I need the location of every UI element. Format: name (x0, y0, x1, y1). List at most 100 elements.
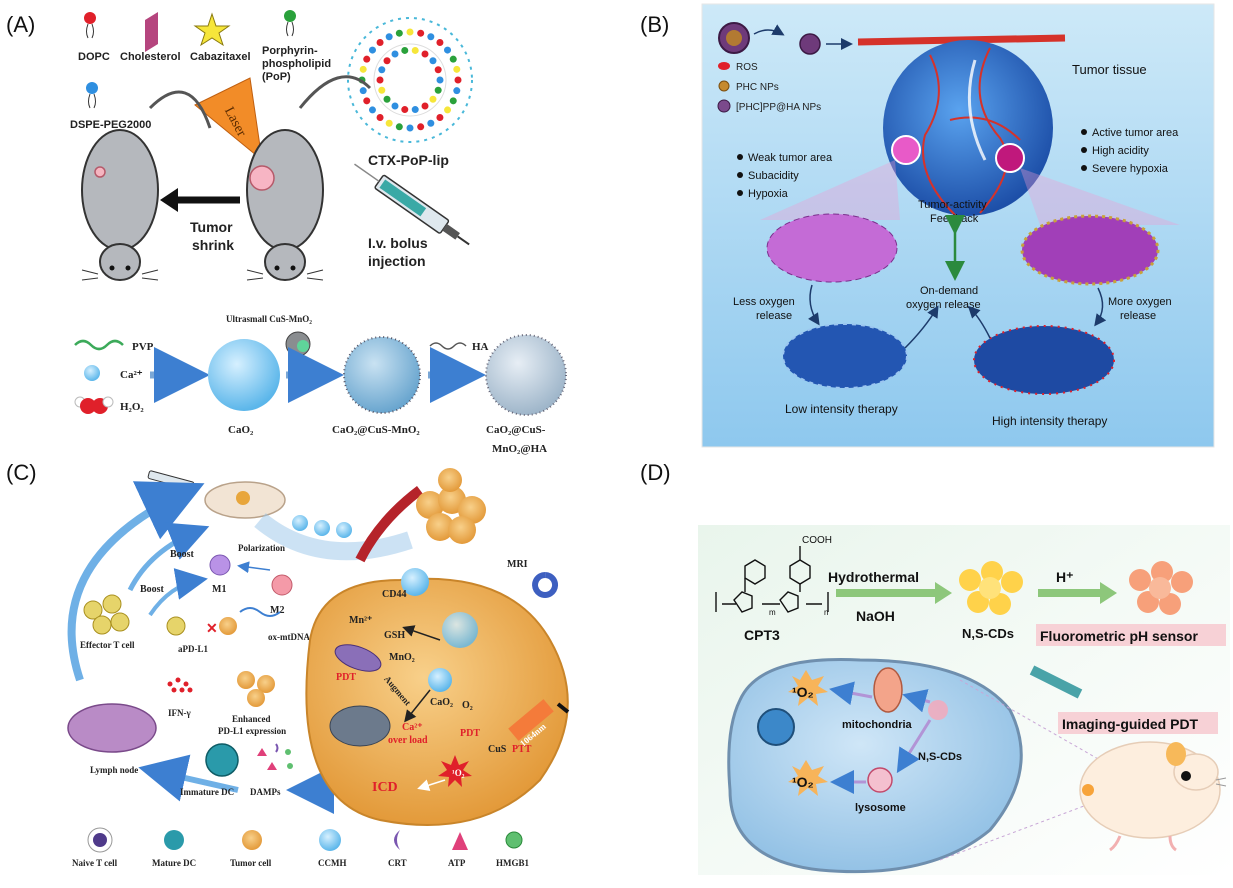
ha-icon (429, 342, 467, 350)
ros-to-icd-arrow (417, 779, 446, 791)
low-therapy-label: Low intensity therapy (785, 402, 898, 416)
cao2-cus-ha-particle (486, 335, 566, 415)
liposome-lipid-head (427, 119, 435, 127)
ns-cds-cluster (959, 561, 1023, 615)
feedback-1: Tumor-activity (918, 199, 987, 211)
circulation-band (254, 512, 413, 561)
o2-label: O₂ (462, 700, 473, 711)
ccmh-binding-icon (401, 568, 429, 596)
laser-torch-icon (556, 702, 570, 714)
nucleus-d-icon (757, 708, 795, 746)
cd44-label: CD44 (382, 589, 406, 600)
pvp-icon (74, 339, 124, 351)
leg-naive: Naive T cell (72, 858, 118, 868)
mitochondria-label: mitochondria (842, 719, 913, 731)
cao2-label: CaO₂ (228, 424, 254, 436)
liposome-lipid-head (434, 86, 442, 94)
mitochondria-d-icon (873, 667, 903, 713)
ondemand-1: On-demand (920, 285, 978, 297)
liposome-lipid-head (434, 66, 442, 74)
ifn-icon (167, 677, 193, 693)
dspe-icon (86, 82, 98, 109)
more-2: release (1120, 310, 1156, 322)
enhanced-2: PD-L1 expression (218, 726, 286, 736)
active-tissue (1022, 216, 1158, 284)
weak-area-marker (891, 135, 921, 165)
tumor-tissue-label: Tumor tissue (1072, 62, 1147, 77)
panel-a: (A) DOPC Cholesterol Cabazitaxel Porphyr… (6, 10, 567, 455)
liposome-lipid-head (449, 55, 457, 63)
liposome-lipid-head (395, 29, 403, 37)
tumor-cluster-c (416, 468, 486, 544)
less-arrow (808, 284, 820, 326)
weak-cone (760, 160, 900, 220)
panel-c-legend: Naive T cell Mature DC Tumor cell CCMH C… (72, 827, 529, 868)
lysosome-label: lysosome (855, 802, 906, 814)
tumor-shrink-arrowhead (160, 188, 178, 212)
liposome-lipid-head (401, 46, 409, 54)
liposome-lipid-head (436, 114, 444, 122)
high-therapy-tissue (974, 326, 1114, 394)
cao2-cus-label: CaO₂@CuS-MnO₂ (332, 424, 420, 436)
mouse-before-icon (246, 75, 372, 281)
singlet-1-icon (788, 670, 828, 706)
low-therapy-tissue (783, 324, 907, 388)
weak-1: Weak tumor area (748, 152, 833, 164)
ha-label: HA (472, 341, 489, 353)
boost-2: Boost (140, 584, 165, 595)
phc-icon (718, 80, 730, 92)
mri-label: MRI (507, 559, 528, 570)
ca-icon (84, 365, 100, 381)
cao2-cus-dots (343, 336, 421, 414)
liposome-lipid-head (444, 46, 452, 54)
immature-label: Immature DC (180, 787, 234, 797)
magnet-icon (532, 572, 559, 598)
mouse-c-tumor (236, 491, 250, 505)
less-2: release (756, 310, 792, 322)
np-c-2 (314, 520, 330, 536)
porphyrin-icon (284, 10, 296, 37)
liposome-lipid-head (436, 76, 444, 84)
imaging-arrow (1029, 665, 1083, 699)
panel-b: (B) ROS PHC NPs [PHC]PP@HA NPs Tumor tis… (640, 3, 1215, 448)
mouse-d-icon (1079, 741, 1227, 852)
liposome-lipid-head (421, 50, 429, 58)
np-c-3 (336, 522, 352, 538)
apdl1-label: aPD-L1 (178, 644, 208, 654)
singlet-c-label: ¹O₂ (452, 768, 465, 778)
feedback-2: Feedback (930, 213, 979, 225)
cell-d (727, 658, 1023, 874)
liposome-lipid-head (449, 97, 457, 105)
liposome-lipid-head (417, 123, 425, 131)
cao2-cus-ha-dots (485, 334, 567, 416)
ca-overload-2: over load (388, 735, 428, 746)
pdt-2: PDT (460, 728, 480, 739)
mn-label: Mn²⁺ (349, 615, 372, 626)
cholesterol-icon (145, 12, 158, 52)
active-area-marker (995, 143, 1025, 173)
tumor-cell-apdl1-icon (219, 617, 237, 635)
pdt-1: PDT (336, 672, 356, 683)
cao2-cus-particle (344, 337, 420, 413)
legend-porphyrin-1: Porphyrin- (262, 45, 318, 57)
tumor-mass (883, 40, 1053, 216)
small-np-icon (799, 33, 821, 55)
high-therapy-ros (973, 325, 1115, 395)
mitochondrion-c-icon (334, 644, 382, 672)
high-to-ondemand-arrow (967, 305, 991, 339)
legend-phc: PHC NPs (736, 82, 779, 93)
cds-to-lyso-arrow (896, 719, 932, 774)
singlet-2-icon (788, 760, 828, 796)
boost-arrow-1 (127, 522, 210, 592)
liposome-lipid-head (429, 57, 437, 65)
cao2-cus-ha-label-2: MnO₂@HA (492, 443, 547, 455)
polarization-label: Polarization (238, 543, 285, 553)
less-1: Less oxygen (733, 296, 795, 308)
liposome-lipid-head (391, 102, 399, 110)
weak-tissue-cells (766, 213, 898, 283)
liposome-lipid-head (411, 46, 419, 54)
low-therapy-cells (782, 323, 908, 389)
naive-t-core (93, 833, 107, 847)
immature-dc-icon (205, 743, 239, 777)
